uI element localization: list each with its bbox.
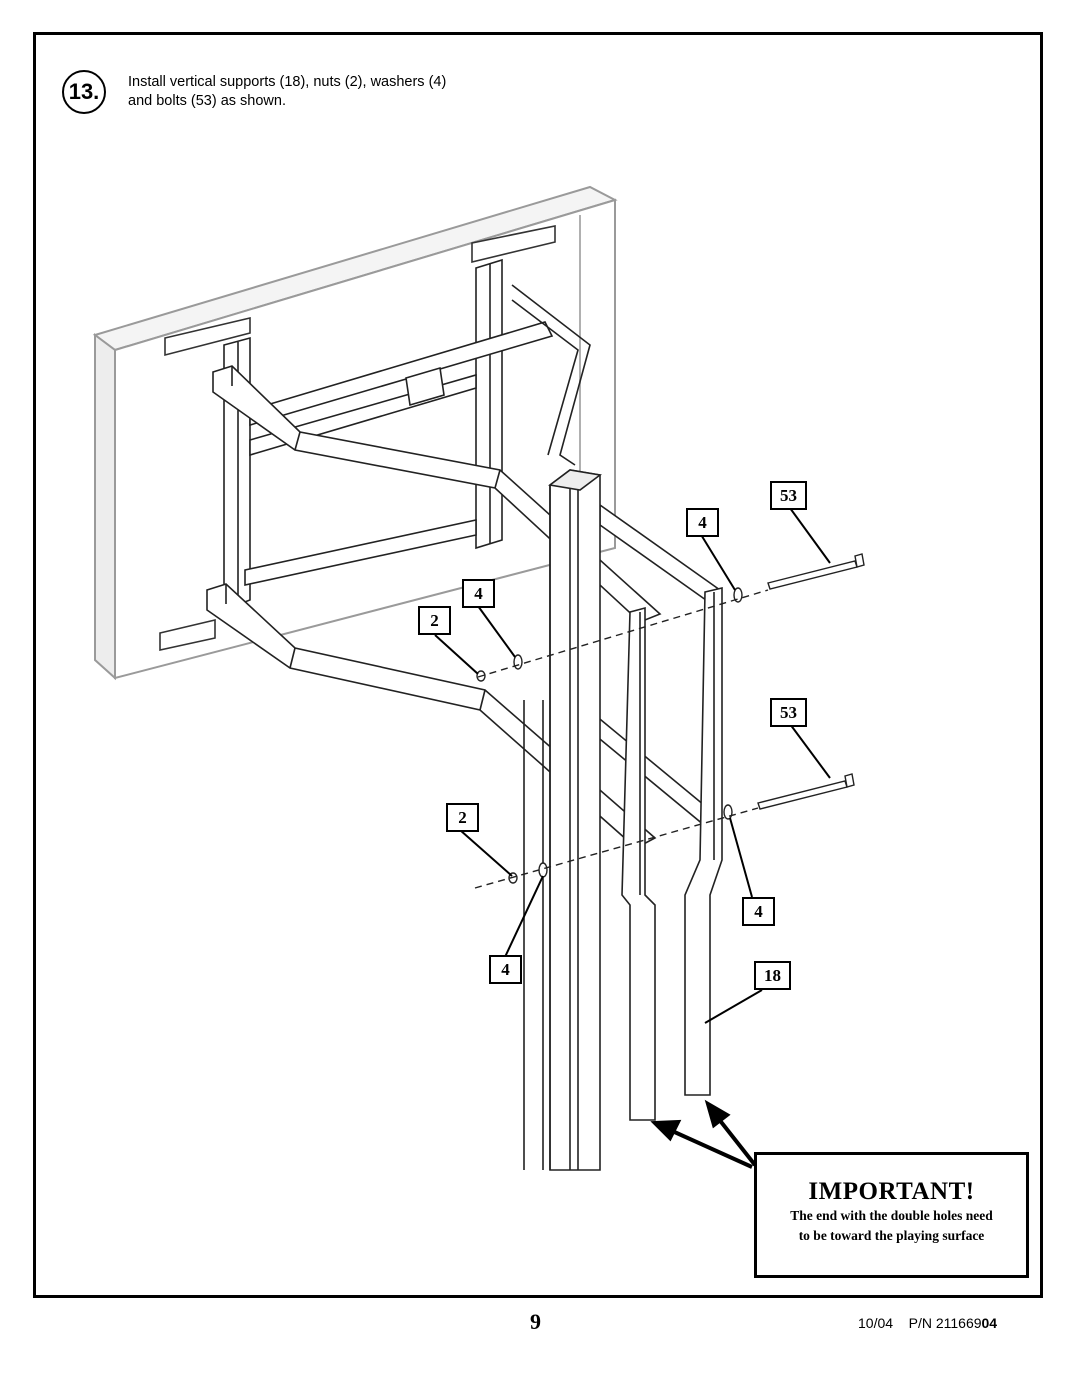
backboard-brackets	[159, 225, 556, 651]
footer-date: 10/04	[858, 1315, 894, 1331]
callout-nut-lower: 2	[446, 803, 479, 832]
footer-info: 10/04 P/N 21166904	[858, 1315, 997, 1331]
callout-vertical-support: 18	[754, 961, 791, 990]
step-instructions: Install vertical supports (18), nuts (2)…	[128, 73, 548, 111]
callout-nut-upper: 2	[418, 606, 451, 635]
assembly-axes	[474, 589, 769, 889]
main-pole	[523, 469, 602, 1171]
callout-washer-lower-left: 4	[489, 955, 522, 984]
important-title: IMPORTANT!	[808, 1178, 975, 1205]
important-line-1: The end with the double holes need	[790, 1208, 993, 1223]
callout-washer-lower-right: 4	[742, 897, 775, 926]
important-line-2: to be toward the playing surface	[798, 1228, 985, 1243]
part-number-suffix: 04	[981, 1315, 998, 1331]
bolts	[757, 553, 865, 810]
upper-arm	[212, 365, 662, 623]
page-border	[33, 32, 1043, 1298]
page-number: 9	[530, 1309, 541, 1334]
callout-bolt-lower: 53	[770, 698, 807, 727]
step-number-badge: 13.	[62, 70, 106, 114]
callout-bolt-upper: 53	[770, 481, 807, 510]
callout-washer-upper-left: 4	[462, 579, 495, 608]
instruction-line-1: Install vertical supports (18), nuts (2)…	[128, 74, 447, 90]
important-note: IMPORTANT! The end with the double holes…	[754, 1152, 1029, 1278]
leader-lines	[434, 507, 831, 1024]
part-number-prefix: P/N 211669	[908, 1315, 982, 1331]
backboard	[92, 185, 618, 681]
important-arrows	[650, 1099, 757, 1169]
instruction-line-2: and bolts (53) as shown.	[128, 93, 286, 109]
step-number: 13.	[68, 79, 100, 104]
vertical-supports	[621, 586, 723, 1121]
callout-washer-upper-right: 4	[686, 508, 719, 537]
